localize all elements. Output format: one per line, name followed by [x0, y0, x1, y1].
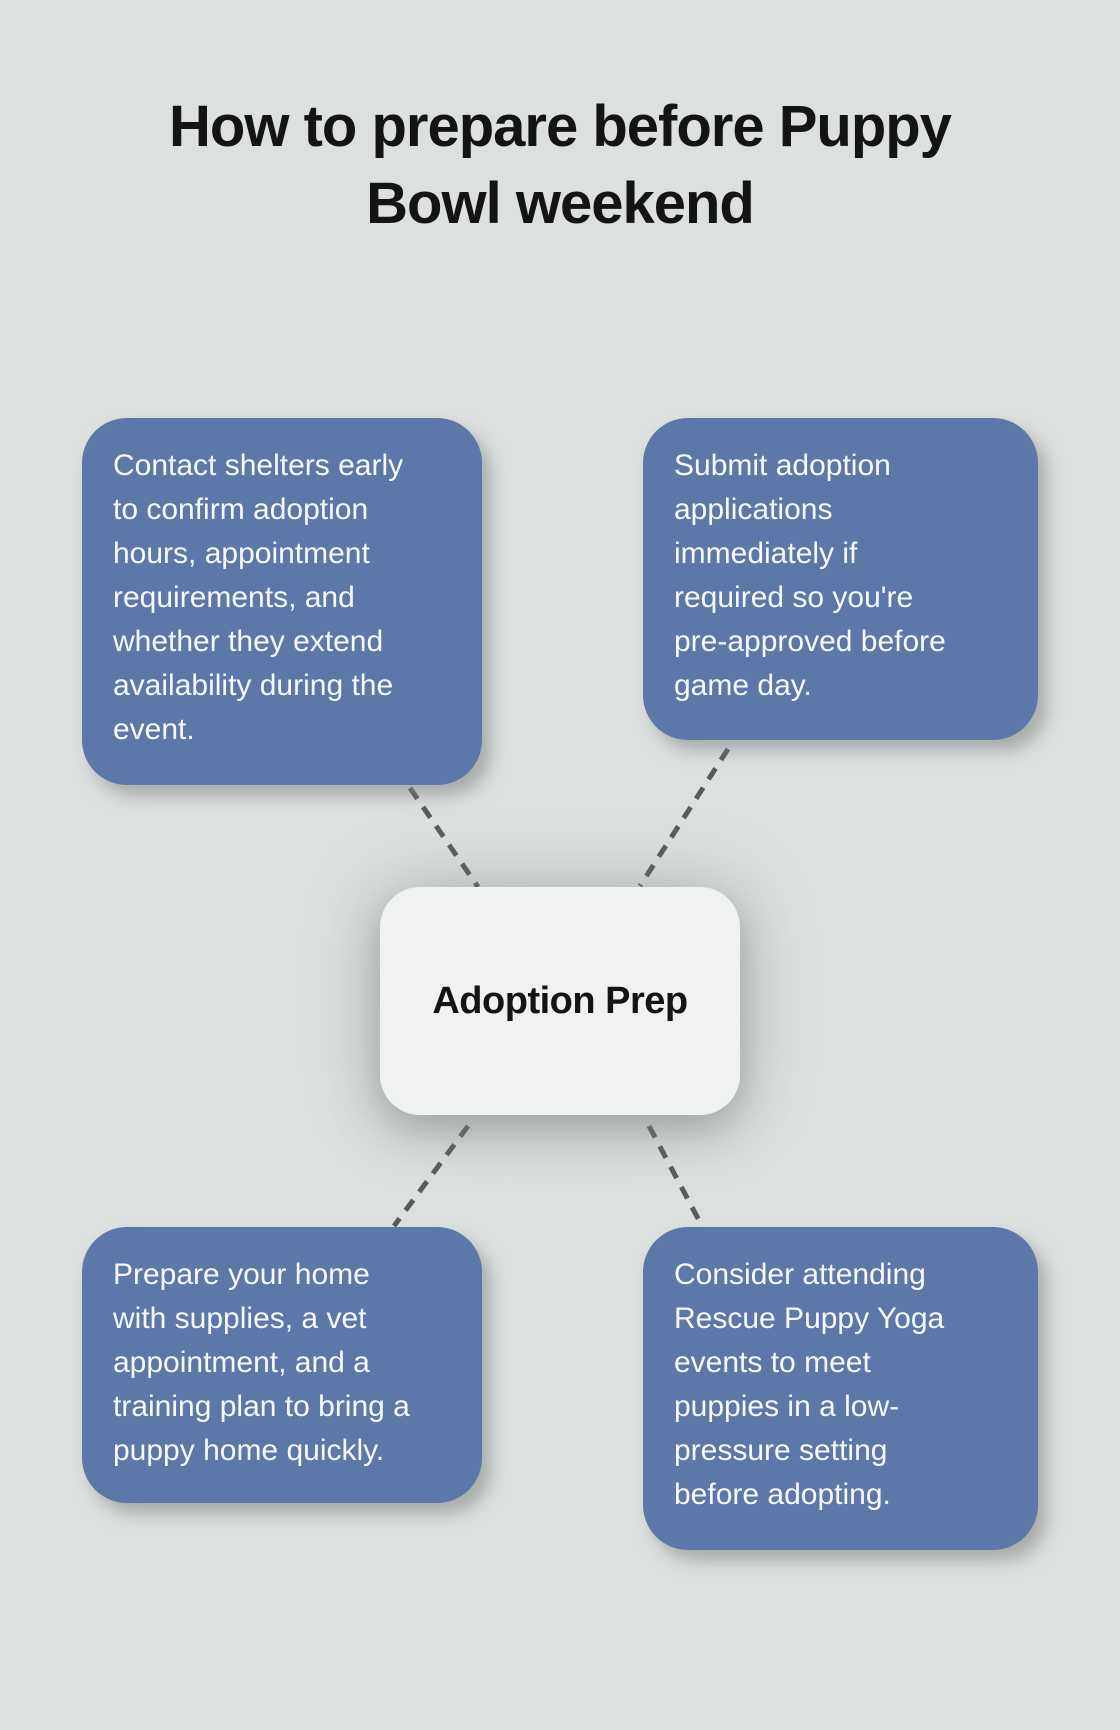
- center-node-label: Adoption Prep: [432, 979, 688, 1022]
- info-card-submit-applications: Submit adoption applications immediately…: [643, 418, 1038, 740]
- connector-top-right-line: [637, 747, 731, 888]
- card-text: Consider attending Rescue Puppy Yoga eve…: [674, 1258, 945, 1511]
- page-title: How to prepare before Puppy Bowl weekend: [169, 94, 952, 236]
- card-text: Contact shelters early to confirm adopti…: [113, 449, 404, 746]
- card-text: Submit adoption applications immediately…: [674, 449, 946, 702]
- connector-bottom-left-line: [391, 1124, 471, 1228]
- info-card-prepare-home: Prepare your home with supplies, a vet a…: [82, 1227, 482, 1503]
- info-card-contact-shelters: Contact shelters early to confirm adopti…: [82, 418, 482, 785]
- card-text: Prepare your home with supplies, a vet a…: [113, 1258, 410, 1467]
- info-card-rescue-puppy-yoga: Consider attending Rescue Puppy Yoga eve…: [643, 1227, 1038, 1550]
- center-node-adoption-prep: Adoption Prep: [380, 887, 740, 1115]
- connector-bottom-right-line: [646, 1124, 705, 1228]
- connector-top-left-line: [407, 786, 481, 889]
